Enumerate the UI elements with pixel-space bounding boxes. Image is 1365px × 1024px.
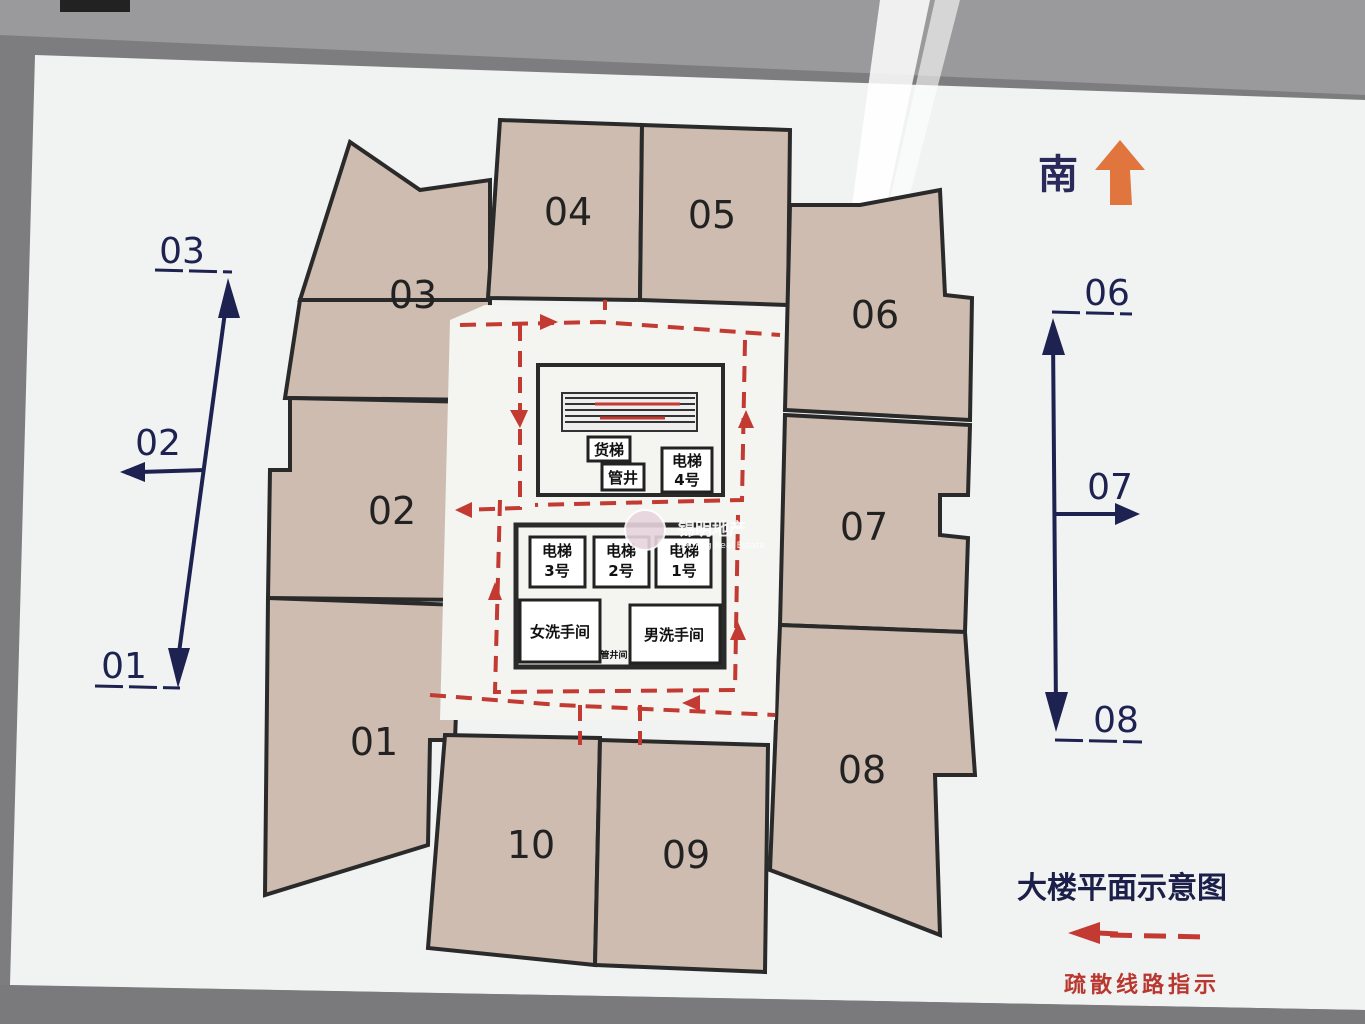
unit-label-01: 01	[350, 720, 398, 764]
direction-label: 南	[1038, 152, 1078, 198]
unit-label-05: 05	[688, 193, 736, 237]
elevator-1-label-line1: 电梯	[669, 542, 699, 560]
core-stair-block	[536, 363, 725, 497]
mens-restroom-label: 男洗手间	[644, 626, 704, 644]
arrow-up-icon	[218, 278, 240, 318]
arrow-down-icon	[168, 648, 190, 688]
left-index-middle: 02	[135, 423, 181, 464]
arrow-left-icon	[120, 462, 145, 482]
left-index-top: 03	[159, 231, 205, 272]
mens-restroom-box	[628, 603, 722, 665]
unit-label-08: 08	[838, 748, 886, 792]
route-left-upper	[459, 325, 522, 512]
elevator-2-label-line1: 电梯	[606, 542, 636, 560]
unit-06-room	[782, 187, 975, 423]
route-exit-bottom	[578, 705, 642, 745]
route-right-upper	[534, 339, 747, 507]
right-index-middle: 07	[1087, 467, 1133, 508]
freight-elevator-box	[586, 435, 632, 463]
route-top	[459, 319, 781, 337]
shaft-label: 管井	[608, 469, 638, 487]
unit-label-02: 02	[368, 489, 416, 533]
womens-restroom-label: 女洗手间	[530, 623, 590, 641]
route-loop-lower	[492, 499, 740, 695]
elevator-1-label-line2: 1号	[671, 562, 696, 580]
elevator-3-label-line1: 电梯	[542, 542, 572, 560]
left-index: 03 02 01	[94, 231, 240, 690]
route-bottom	[429, 693, 776, 717]
elevator-2-label-line2: 2号	[608, 562, 633, 580]
right-index-top: 06	[1084, 273, 1130, 314]
unit-09-room	[592, 737, 771, 975]
arrow-right-icon	[1115, 503, 1140, 525]
route-legend: 疏散线路指示	[1064, 922, 1220, 998]
arrow-down-icon	[1045, 692, 1068, 732]
right-index-bottom: 08	[1093, 700, 1139, 741]
unit-08-room	[767, 622, 978, 938]
unit-label-04: 04	[544, 190, 592, 234]
elevator-4-box	[660, 446, 714, 494]
unit-label-03: 03	[389, 273, 437, 317]
shaft-box	[600, 462, 646, 492]
arrow-up-icon	[1095, 140, 1145, 205]
freight-elevator-label: 货梯	[594, 441, 624, 459]
watermark-icon	[624, 509, 666, 551]
elevator-4-label-line1: 电梯	[672, 452, 702, 470]
unit-label-06: 06	[851, 293, 899, 337]
arrow-left-icon	[1068, 922, 1100, 944]
unit-label-10: 10	[507, 823, 555, 867]
elevator-1-box	[654, 535, 713, 589]
core-lift-block	[513, 522, 727, 670]
arrow-up-icon	[1042, 318, 1065, 355]
left-index-bottom: 01	[101, 646, 147, 687]
unit-label-09: 09	[662, 833, 710, 877]
elevator-3-box	[528, 535, 587, 589]
staircase	[561, 392, 698, 432]
elevator-3-label-line2: 3号	[544, 562, 569, 580]
right-index: 06 07 08	[1042, 273, 1143, 744]
watermark-name-en: Jinming Real Estate	[677, 541, 766, 551]
frame-label-strip	[60, 0, 130, 12]
legend-label: 疏散线路指示	[1064, 972, 1220, 998]
womens-restroom-box	[518, 598, 602, 664]
shaft-room-label: 管井间	[600, 649, 627, 661]
watermark-name: 锦明地产	[678, 519, 746, 540]
watermark-logo: 锦明地产 Jinming Real Estate	[624, 509, 766, 551]
sign-title: 大楼平面示意图	[1017, 871, 1227, 906]
elevator-4-label-line2: 4号	[674, 471, 699, 489]
unit-label-07: 07	[840, 505, 888, 549]
